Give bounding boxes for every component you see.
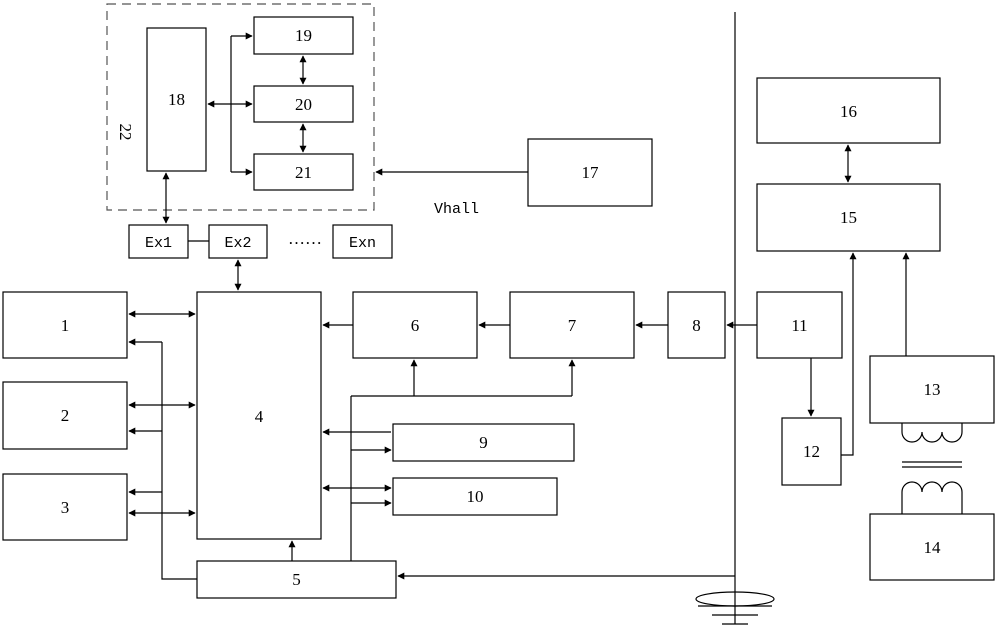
block-6: 6: [352, 291, 478, 359]
svg-text:20: 20: [295, 95, 312, 114]
svg-text:Ex2: Ex2: [224, 235, 251, 252]
svg-text:19: 19: [295, 26, 312, 45]
block-9: 9: [392, 423, 575, 462]
svg-text:12: 12: [803, 442, 820, 461]
block-15: 15: [756, 183, 941, 252]
group-bus-lines: [207, 32, 307, 176]
svg-text:21: 21: [295, 163, 312, 182]
group-22-boundary: [106, 3, 375, 211]
svg-text:5: 5: [292, 570, 301, 589]
block-14: 14: [869, 513, 995, 581]
block-1: 1: [2, 291, 128, 359]
block-11: 11: [756, 291, 843, 359]
conductor-line: [397, 12, 775, 625]
group-22-label: 22: [116, 124, 135, 141]
svg-text:7: 7: [568, 316, 577, 335]
block-13: 13: [869, 355, 995, 424]
svg-text:1: 1: [61, 316, 70, 335]
svg-text:18: 18: [168, 90, 185, 109]
svg-text:16: 16: [840, 102, 857, 121]
svg-text:11: 11: [791, 316, 807, 335]
svg-text:9: 9: [479, 433, 488, 452]
block-ex2: Ex2: [208, 224, 268, 259]
svg-text:3: 3: [61, 498, 70, 517]
block-12: 12: [781, 417, 842, 486]
svg-text:4: 4: [255, 407, 264, 426]
block-exn: Exn: [332, 224, 393, 259]
block-18: 18: [146, 27, 207, 172]
svg-text:Exn: Exn: [349, 235, 376, 252]
block-3: 3: [2, 473, 128, 541]
block-19: 19: [253, 16, 354, 55]
svg-text:13: 13: [924, 380, 941, 399]
svg-text:17: 17: [582, 163, 600, 182]
block-16: 16: [756, 77, 941, 144]
svg-text:14: 14: [924, 538, 942, 557]
vhall-label: Vhall: [434, 201, 479, 218]
expansion-ellipsis: ……: [288, 229, 322, 248]
block-2: 2: [2, 381, 128, 450]
svg-text:6: 6: [411, 316, 420, 335]
svg-text:Ex1: Ex1: [145, 235, 172, 252]
arrow-12-15: [841, 252, 857, 456]
block-ex1: Ex1: [128, 224, 189, 259]
svg-text:8: 8: [692, 316, 701, 335]
block-8: 8: [667, 291, 726, 359]
block-7: 7: [509, 291, 635, 359]
svg-text:15: 15: [840, 208, 857, 227]
block-5: 5: [196, 560, 397, 599]
supply-rail: [322, 359, 576, 561]
block-17: 17: [527, 138, 653, 207]
block-20: 20: [253, 85, 354, 123]
block-4: 4: [196, 291, 322, 540]
svg-text:10: 10: [467, 487, 484, 506]
left-arrows: [128, 310, 197, 580]
transformer-icon: [901, 423, 963, 514]
svg-text:2: 2: [61, 406, 70, 425]
block-10: 10: [392, 477, 558, 516]
block-21: 21: [253, 153, 354, 191]
